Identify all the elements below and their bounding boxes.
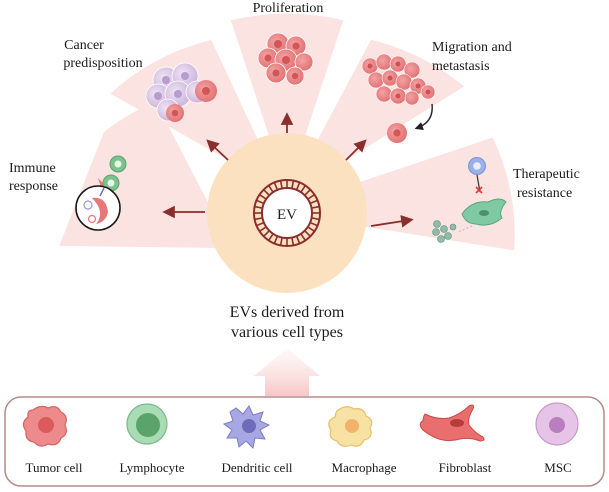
fibroblast-icon — [419, 404, 485, 442]
ev-membrane-tick — [300, 185, 306, 193]
ev-membrane-tick — [307, 226, 315, 232]
ev-label: EV — [277, 207, 297, 223]
ev-membrane-tick — [268, 185, 274, 193]
ev-membrane-tick — [259, 194, 267, 200]
ev-membrane-tick — [256, 221, 265, 227]
cancer-predisposition-label-1: Cancer — [64, 38, 104, 53]
ev-membrane-tick — [311, 217, 320, 221]
effect-arrows — [162, 112, 414, 228]
immune-interaction-icon — [75, 155, 127, 231]
ev-membrane-tick — [273, 235, 279, 244]
ev-membrane-tick — [291, 180, 295, 189]
dendritic-cell-icon — [222, 405, 271, 450]
center-caption-line2: various cell types — [231, 324, 343, 341]
ev-membrane-tick — [279, 237, 283, 246]
tumor-cell-icon — [22, 405, 67, 447]
ev-membrane-tick — [304, 189, 311, 196]
ev-membrane-tick — [309, 221, 318, 227]
ev-membrane-tick — [295, 182, 301, 191]
ev-membrane-tick — [307, 194, 315, 200]
cell-label-dendritic: Dendritic cell — [221, 460, 292, 475]
cell-label-tumor: Tumor cell — [26, 460, 83, 475]
ev-membrane-tick — [254, 217, 263, 221]
therapeutic-resistance-label-1: Therapeutic — [513, 167, 580, 182]
proliferation-cell-cluster-icon — [257, 32, 314, 86]
migration-metastasis-label-2: metastasis — [432, 59, 490, 74]
msc-icon — [535, 402, 579, 446]
predisposition-cell-cluster-icon — [145, 62, 217, 122]
cell-label-macrophage: Macrophage — [332, 460, 397, 475]
ev-membrane-tick — [256, 199, 265, 205]
therapeutic-resistance-label-2: resistance — [517, 186, 572, 201]
ev-membrane-tick — [273, 182, 279, 191]
metastasis-cell-cluster-icon — [361, 53, 436, 143]
cell-label-lymphocyte: Lymphocyte — [120, 460, 185, 475]
ev-membrane-tick — [304, 230, 311, 237]
ev-membrane-tick — [263, 230, 270, 237]
ev-vesicle — [253, 179, 321, 247]
migration-metastasis-panel — [316, 39, 464, 161]
ev-membrane-tick — [254, 205, 263, 209]
cancer-predisposition-label-2: predisposition — [63, 56, 142, 71]
immune-response-label-1: Immune — [9, 161, 56, 176]
macrophage-icon — [328, 406, 373, 447]
arrow-migration — [345, 139, 367, 161]
upward-arrow — [254, 348, 320, 396]
ev-membrane-tick — [291, 237, 295, 246]
ev-membrane-tick — [263, 189, 270, 196]
arrow-resistance — [370, 215, 414, 228]
ev-membrane-tick — [295, 235, 301, 244]
proliferation-label: Proliferation — [253, 1, 324, 16]
immune-response-label-2: response — [9, 179, 58, 194]
arrow-predisposition — [206, 139, 229, 161]
cell-label-msc: MSC — [544, 460, 571, 475]
ev-membrane-tick — [311, 205, 320, 209]
ev-membrane-tick — [259, 226, 267, 232]
resistance-interaction-icon — [432, 157, 507, 243]
lymphocyte-icon — [126, 403, 168, 445]
ev-membrane-tick — [279, 180, 283, 189]
ev-membrane-tick — [268, 233, 274, 241]
cell-label-fibroblast: Fibroblast — [439, 460, 492, 475]
ev-membrane-tick — [300, 233, 306, 241]
center-caption-line1: EVs derived from — [230, 304, 345, 321]
migration-metastasis-label-1: Migration and — [432, 40, 512, 55]
cell-types-box — [4, 396, 605, 487]
ev-membrane-tick — [309, 199, 318, 205]
